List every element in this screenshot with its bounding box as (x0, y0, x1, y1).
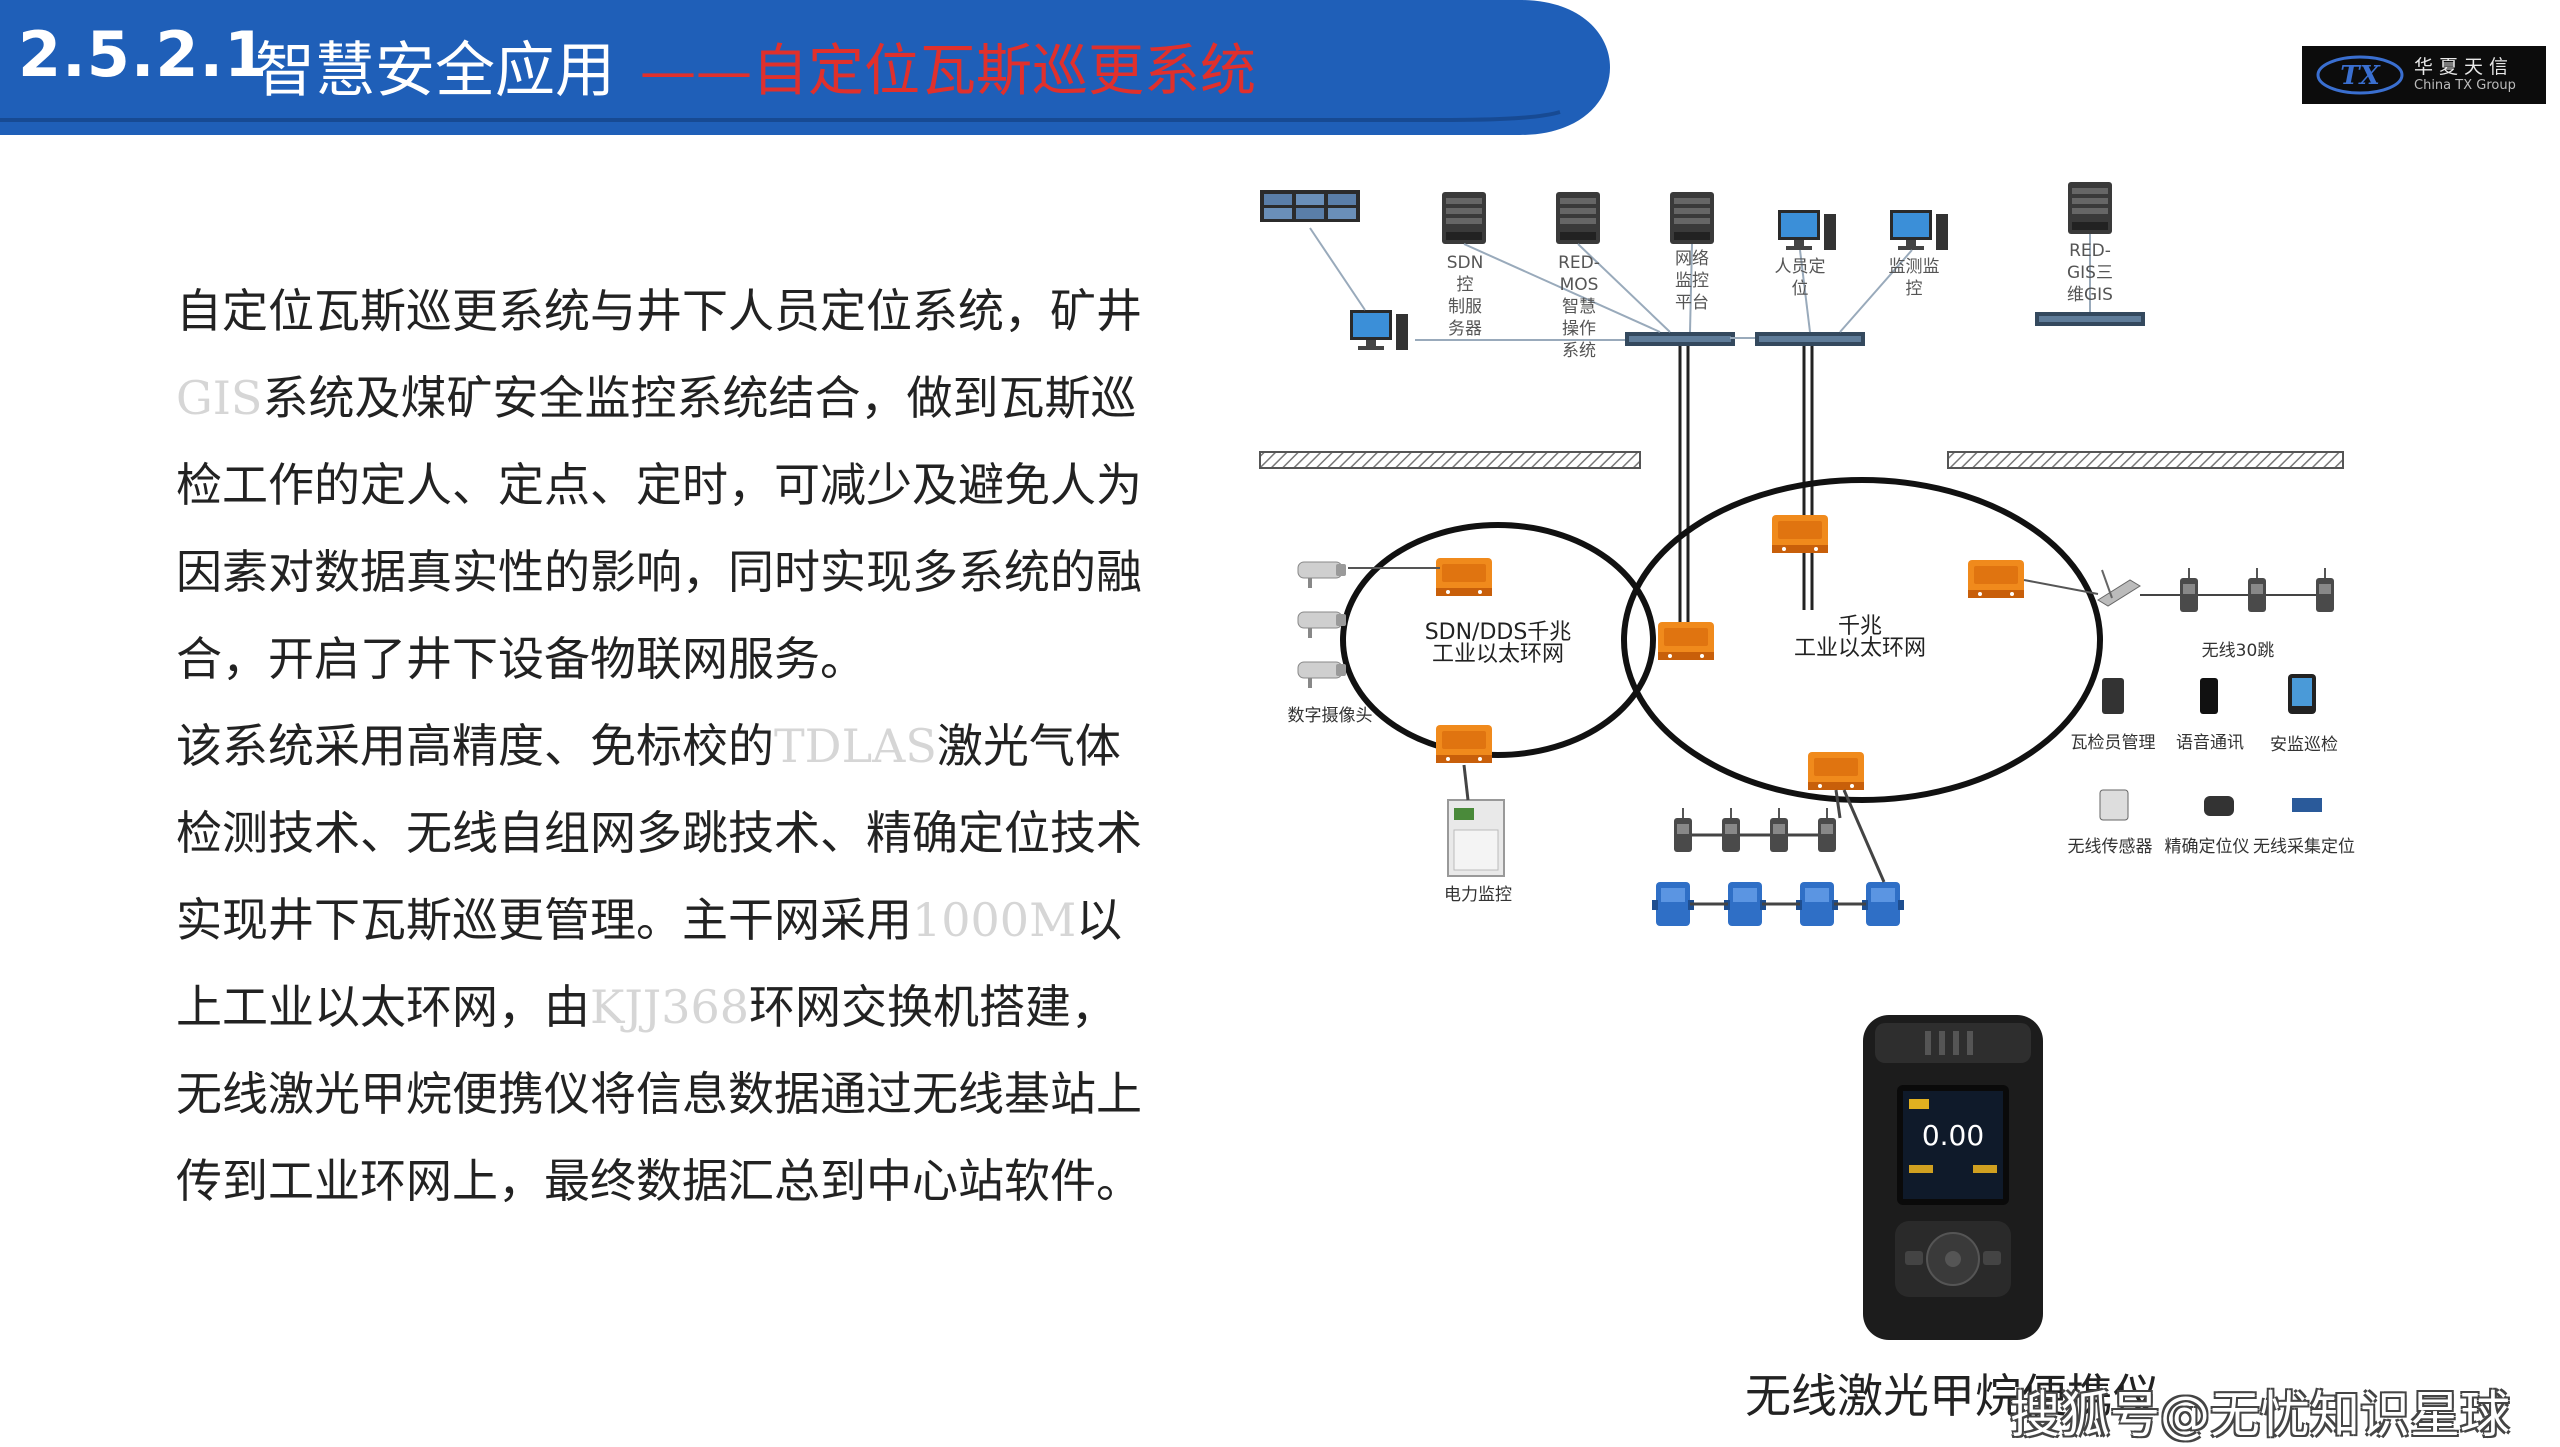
core-switch-right-icon (1755, 332, 1865, 346)
sensor-label: 精确定位仪 (2164, 837, 2250, 857)
sensor-node-icon (1817, 807, 1837, 853)
monitoring-pc-icon (1890, 210, 1948, 250)
gis-switch-icon (2035, 312, 2145, 326)
wireless-router-icon (2097, 569, 2141, 607)
power-cabinet-icon (1447, 799, 1505, 877)
server-label-network: 网络 监控 平台 (1675, 249, 1709, 313)
gas-detector-terminal-icon (2102, 678, 2124, 714)
blue-substation-icon (1862, 882, 1904, 926)
blue-substation-icon (1652, 882, 1694, 926)
network-monitor-server-icon (1670, 192, 1714, 244)
ring-switch-icon (1436, 558, 1492, 596)
paragraph-1: 自定位瓦斯巡更系统与井下人员定位系统，矿井GIS系统及煤矿安全监控系统结合，做到… (176, 284, 1142, 686)
precise-locator-icon (2204, 796, 2234, 816)
sdn-server-icon (1442, 192, 1486, 244)
blue-substation-icon (1724, 882, 1766, 926)
terminal-label: 安监巡检 (2270, 735, 2338, 755)
redmos-server-icon (1556, 192, 1600, 244)
page-subtitle: ——自定位瓦斯巡更系统 (640, 39, 1256, 104)
video-wall-icon (1260, 190, 1360, 222)
wireless-node-icon (2179, 567, 2199, 613)
server-label-personnel: 人员定 位 (1774, 257, 1826, 299)
header-band: 2.5.2.1 智慧安全应用 ——自定位瓦斯巡更系统 (0, 0, 1615, 135)
camera-icon (1297, 561, 1347, 589)
logo-name-en: China TX Group (2414, 78, 2516, 93)
server-label-sdn: SDN控 制服 务器 (1446, 253, 1484, 339)
ring-switch-icon (1772, 515, 1828, 553)
logo-name-cn: 华夏天信 (2414, 56, 2515, 78)
sensor-node-icon (1721, 807, 1741, 853)
wireless-sensor-icon (2099, 789, 2129, 821)
paragraph-2: 该系统采用高精度、免标校的TDLAS激光气体检测技术、无线自组网多跳技术、精确定… (176, 719, 1142, 1208)
ring-switch-icon (1968, 560, 2024, 598)
server-label-redgis: RED- GIS三 维GIS (2067, 241, 2113, 305)
redgis-server-icon (2068, 182, 2112, 234)
server-label-monitoring: 监测监 控 (1888, 257, 1940, 299)
ring-right-label: 千兆 工业以太环网 (1793, 614, 1926, 661)
tx-logo-icon: TX (2316, 55, 2404, 95)
watermark: 搜狐号@无忧知识星球 (2010, 1386, 2510, 1444)
phone-terminal-icon (2200, 678, 2218, 714)
wireless-hops-label: 无线30跳 (2201, 641, 2275, 661)
header-background (0, 0, 1610, 135)
ground-layer-right (1947, 451, 2344, 469)
body-text: 自定位瓦斯巡更系统与井下人员定位系统，矿井GIS系统及煤矿安全监控系统结合，做到… (74, 268, 1154, 1225)
ring-left-label: SDN/DDS千兆 工业以太环网 (1424, 620, 1572, 667)
ring-switch-icon (1658, 622, 1714, 660)
camera-icon (1297, 661, 1347, 689)
workstation-icon (1350, 310, 1408, 350)
company-logo: TX 华夏天信 China TX Group (2302, 46, 2546, 104)
ring-switch-icon (1808, 752, 1864, 790)
methane-detector-device: 0.00 (1855, 1015, 2050, 1345)
ring-right (1621, 477, 2103, 803)
device-reading: 0.00 (1922, 1119, 1984, 1152)
wireless-collector-icon (2292, 798, 2322, 812)
logo-mark-text: TX (2340, 61, 2381, 91)
page-title: 智慧安全应用 (255, 36, 615, 106)
wireless-node-icon (2315, 567, 2335, 613)
ring-left (1340, 522, 1656, 758)
device-caption: 无线激光甲烷便携仪 (1745, 1369, 2159, 1423)
camera-icon (1297, 611, 1347, 639)
section-number: 2.5.2.1 (18, 18, 269, 91)
ring-switch-icon (1436, 725, 1492, 763)
bottom-sensor-chain (1652, 789, 1904, 926)
terminal-label: 语音通讯 (2176, 733, 2244, 753)
network-diagram-graphic (1259, 182, 2344, 926)
blue-substation-icon (1796, 882, 1838, 926)
terminal-label: 瓦检员管理 (2070, 733, 2156, 753)
methane-detector-icon: 0.00 (1863, 1015, 2043, 1340)
sensor-node-icon (1673, 807, 1693, 853)
sensor-label: 无线传感器 (2067, 837, 2153, 857)
ground-layer-left (1259, 451, 1641, 469)
sensor-node-icon (1769, 807, 1789, 853)
sensor-label: 无线采集定位 (2253, 837, 2355, 857)
server-label-redmos: RED- MOS 智慧 操作 系统 (1558, 253, 1600, 361)
cameras-label: 数字摄像头 (1287, 706, 1373, 726)
core-switch-left-icon (1625, 332, 1735, 346)
personnel-positioning-pc-icon (1778, 210, 1836, 250)
wireless-node-icon (2247, 567, 2267, 613)
power-monitor-label: 电力监控 (1444, 885, 1512, 905)
network-diagram: SDN控 制服 务器 RED- MOS 智慧 操作 系统 网络 监控 平台 人员… (1240, 170, 2360, 930)
